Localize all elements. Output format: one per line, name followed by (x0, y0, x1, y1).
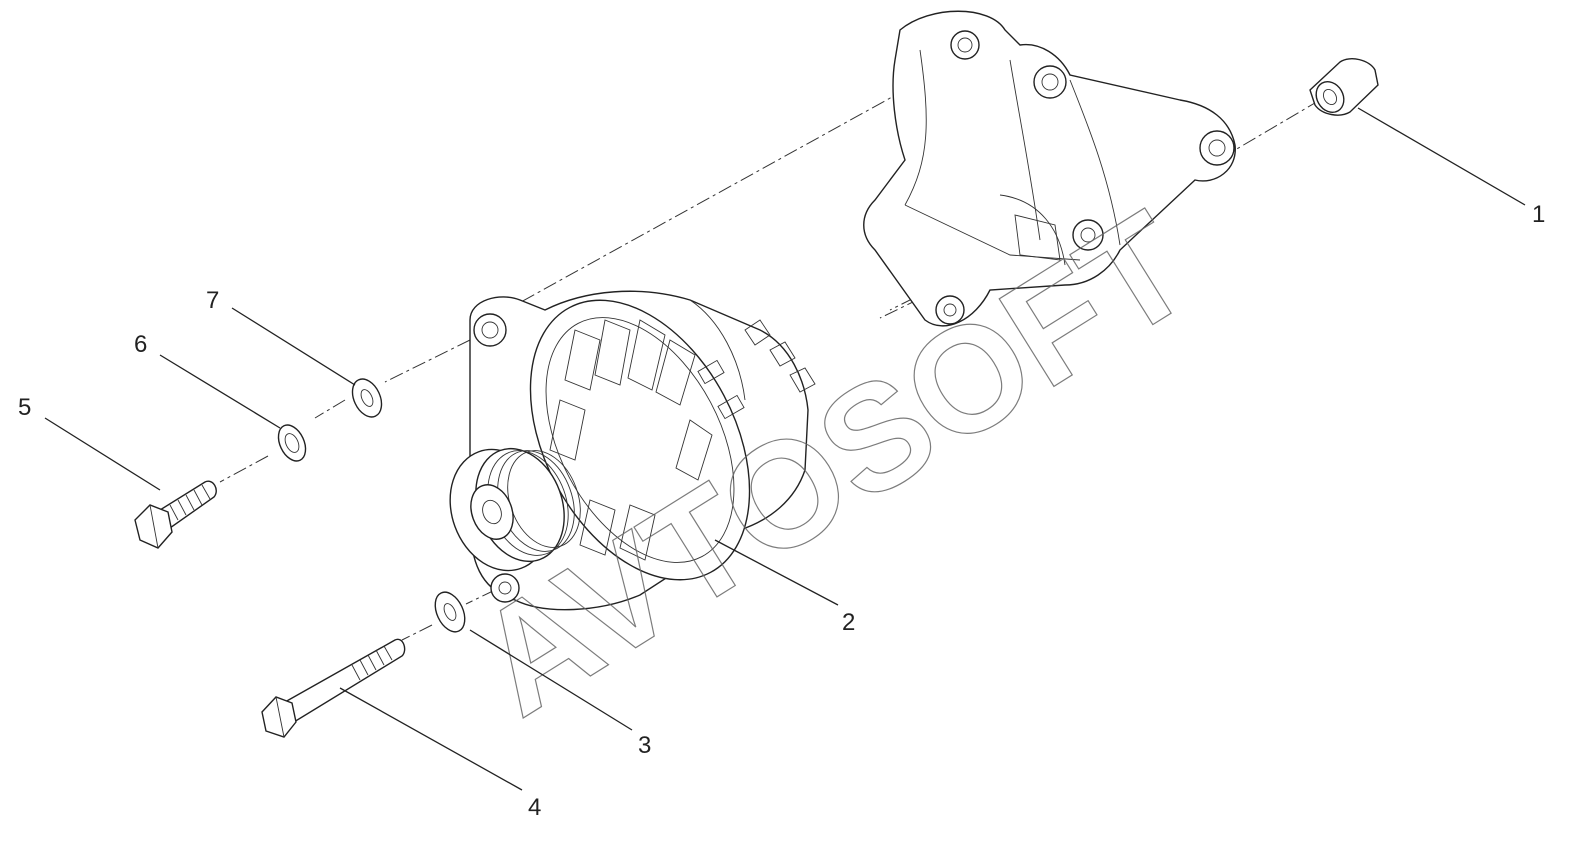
alternator-pulley (449, 447, 581, 572)
leader-lines (44, 107, 1526, 791)
callout-2: 2 (842, 609, 855, 636)
callout-labels: 1 2 3 4 5 6 7 (18, 201, 1545, 821)
long-bolt (261, 638, 406, 738)
alternator-bracket (863, 10, 1236, 327)
short-bolt (134, 480, 217, 549)
alternator (449, 290, 816, 611)
callout-7: 7 (206, 287, 219, 314)
callout-3: 3 (638, 732, 651, 759)
flat-washer-lower (434, 591, 466, 633)
cooling-fins (549, 319, 713, 561)
callout-6: 6 (134, 331, 147, 358)
spacer-nut (1309, 58, 1379, 116)
callout-4: 4 (528, 794, 541, 821)
spring-washer (277, 424, 307, 462)
flat-washer-upper (351, 378, 383, 418)
callout-1: 1 (1532, 201, 1545, 228)
callout-5: 5 (18, 394, 31, 421)
